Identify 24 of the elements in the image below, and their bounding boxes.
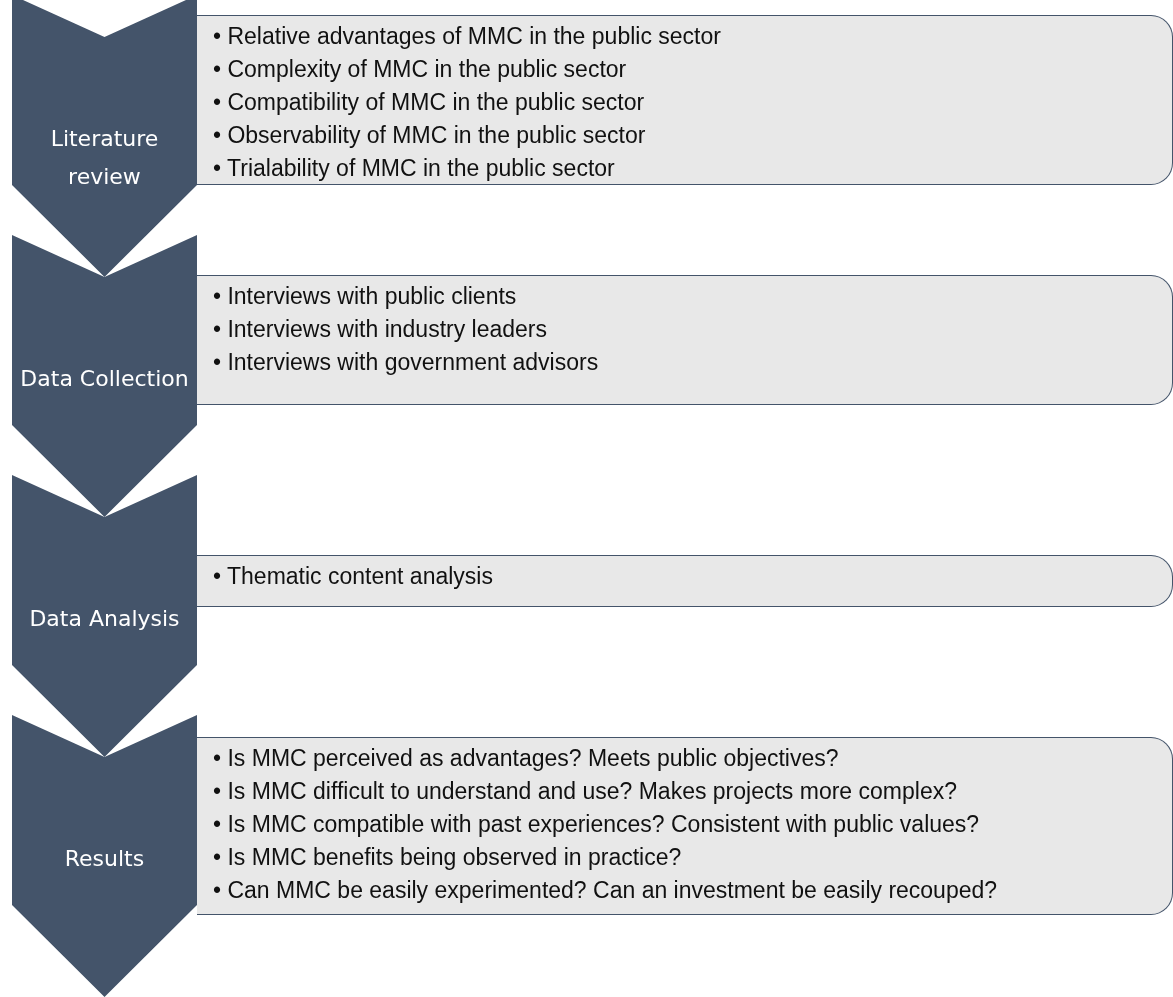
bullet-item: • Compatibility of MMC in the public sector [213,88,646,117]
bullet-item: • Complexity of MMC in the public sector [213,55,628,84]
bullet-item: • Is MMC difficult to understand and use? Makes projects more complex? [213,777,958,806]
stage-label: Results [63,845,146,873]
bullet-item: • Is MMC compatible with past experiences? Consistent with public values? [213,810,981,839]
bullet-item: • Relative advantages of MMC in the public sector [213,22,722,51]
bullet-item: • Observability of MMC in the public sector [213,121,647,150]
bullet-item: • Interviews with government advisors [213,348,600,377]
content-panel [197,275,1173,405]
stage-label: Data Collection [19,365,190,393]
bullet-item: • Thematic content analysis [213,562,494,591]
content-panel [197,737,1173,915]
bullet-item: • Is MMC perceived as advantages? Meets public objectives? [213,744,840,773]
bullet-item: • Trialability of MMC in the public sector [213,154,616,183]
stage-label: Literature review [49,125,160,191]
content-panel [197,15,1173,185]
stage-label: Data Analysis [28,605,181,633]
bullet-item: • Interviews with industry leaders [213,315,549,344]
content-panel [197,555,1173,607]
bullet-item: • Can MMC be easily experimented? Can an investment be easily recouped? [213,876,999,905]
bullet-item: • Interviews with public clients [213,282,518,311]
stage-banner [12,715,197,997]
stage-banner [12,0,197,277]
bullet-item: • Is MMC benefits being observed in practice? [213,843,683,872]
